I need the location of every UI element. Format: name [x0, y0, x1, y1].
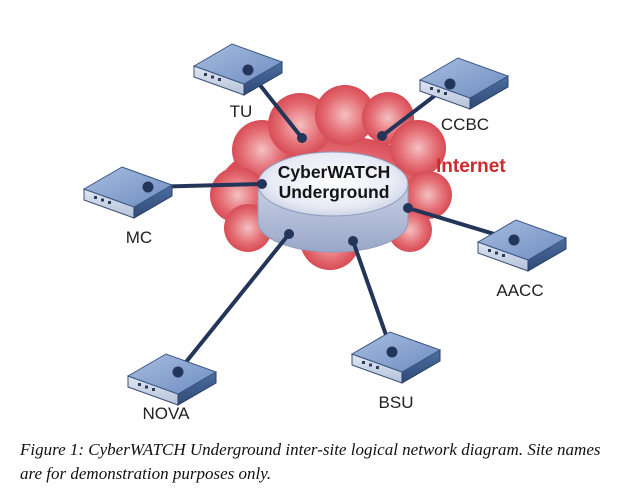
device-ccbc-icon: [418, 57, 510, 110]
hub-port-tu: [297, 133, 307, 143]
hub-label-line1: CyberWATCH: [278, 162, 390, 182]
link-nova: [176, 232, 291, 374]
device-port-aacc: [508, 234, 520, 246]
device-port-nova: [172, 366, 184, 378]
device-nova-icon: [126, 353, 218, 406]
link-bsu: [351, 239, 394, 354]
site-label-aacc: AACC: [496, 281, 543, 300]
hub-port-ccbc: [377, 131, 387, 141]
device-aacc-icon: [476, 219, 568, 272]
site-label-bsu: BSU: [379, 393, 414, 412]
device-port-bsu: [386, 346, 398, 358]
site-label-mc: MC: [126, 228, 152, 247]
figure-caption: Figure 1: CyberWATCH Underground inter-s…: [20, 440, 601, 483]
device-port-tu: [242, 64, 254, 76]
device-mc-icon: [82, 166, 174, 219]
site-label-tu: TU: [230, 102, 253, 121]
device-tu-icon: [192, 43, 284, 96]
internet-label: Internet: [436, 156, 506, 177]
hub-port-nova: [284, 229, 294, 239]
device-bsu-icon: [350, 331, 442, 384]
hub-port-aacc: [403, 203, 413, 213]
site-label-nova: NOVA: [143, 404, 191, 423]
device-port-mc: [142, 181, 154, 193]
hub-port-bsu: [348, 236, 358, 246]
devices-layer: [82, 43, 568, 406]
hub-label-line2: Underground: [279, 182, 390, 202]
hub-port-mc: [257, 179, 267, 189]
device-port-ccbc: [444, 78, 456, 90]
site-label-ccbc: CCBC: [441, 115, 489, 134]
